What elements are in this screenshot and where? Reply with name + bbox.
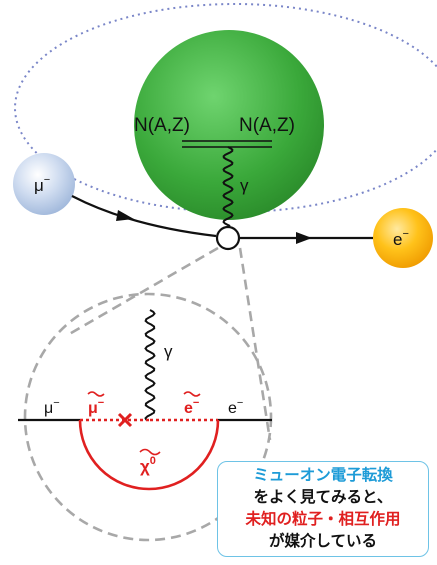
callout-line-3: 未知の粒子・相互作用: [245, 510, 401, 528]
muon-ball: [13, 153, 75, 215]
orbit-path: [14, 3, 437, 213]
callout-line-4: が媒介している: [268, 532, 378, 550]
zoom-circle: [23, 292, 273, 542]
electron-label-top: e−: [393, 228, 409, 249]
photon-line-zoom: [144, 309, 156, 421]
callout-line-1: ミューオン電子転換: [253, 466, 393, 484]
selectron-label: e−: [184, 397, 199, 417]
nucleus-label-right: N(A,Z): [239, 115, 295, 136]
muon-arrow: [116, 210, 134, 221]
muon-track: [71, 195, 217, 238]
explanation-callout: ミューオン電子転換 をよく見てみると、 未知の粒子・相互作用 が媒介している: [217, 461, 429, 557]
zoom-cone-right: [238, 247, 272, 441]
muon-label-top: μ−: [34, 174, 50, 195]
electron-arrow: [296, 232, 312, 244]
electron-label-zoom: e−: [228, 397, 243, 417]
nucleus-label-left: N(A,Z): [134, 115, 190, 136]
neutralino-tilde: [139, 448, 161, 456]
vertex-cross-icon: [117, 412, 133, 428]
zoom-cone-left: [65, 246, 219, 338]
smuon-label: μ−: [88, 397, 104, 417]
photon-label-zoom: γ: [164, 342, 173, 361]
interaction-vertex: [215, 225, 241, 251]
nucleus-sphere: [134, 30, 324, 220]
smuon-tilde: [87, 391, 105, 397]
muon-label-zoom: μ−: [44, 397, 60, 417]
neutralino-label: χ0: [140, 455, 156, 476]
photon-line-top: [222, 146, 234, 227]
electron-ball: [373, 208, 433, 268]
neutralino-arc: [78, 419, 220, 491]
callout-line-2: をよく見てみると、: [253, 488, 393, 506]
selectron-tilde: [183, 391, 201, 397]
photon-label-top: γ: [240, 176, 249, 195]
